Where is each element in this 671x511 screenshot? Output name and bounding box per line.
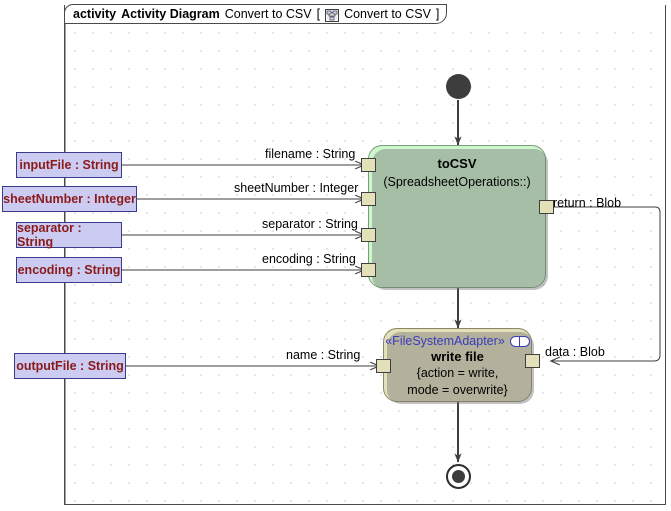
frame-qualified-name: Convert to CSV [344, 7, 431, 21]
pin-separator[interactable] [361, 228, 376, 242]
action-to-csv-title: toCSV [437, 156, 477, 171]
activity-diagram-icon [325, 8, 340, 22]
pin-return[interactable] [539, 200, 554, 214]
pin-sheetnumber[interactable] [361, 192, 376, 206]
edge-label-sheetnumber: sheetNumber : Integer [234, 181, 359, 195]
block-port-icon [509, 335, 530, 347]
frame-keyword: activity [73, 7, 117, 21]
frame-bracket-close: ] [435, 7, 440, 21]
pin-filename[interactable] [361, 158, 376, 172]
parameter-node-sheetnumber[interactable]: sheetNumber : Integer [2, 186, 137, 212]
edge-label-filename: filename : String [265, 147, 356, 161]
edge-label-separator: separator : String [262, 217, 358, 231]
action-write-file[interactable]: «FileSystemAdapter» write file {action =… [383, 328, 534, 404]
action-to-csv[interactable]: toCSV (SpreadsheetOperations::) [368, 145, 548, 290]
pin-name[interactable] [376, 359, 391, 373]
parameter-node-encoding-label: encoding : String [17, 263, 121, 277]
parameter-node-inputfile[interactable]: inputFile : String [16, 152, 122, 178]
initial-node[interactable] [446, 74, 471, 99]
parameter-node-outputfile-label: outputFile : String [16, 359, 124, 373]
frame-diagram-name: Convert to CSV [224, 7, 312, 21]
parameter-node-outputfile[interactable]: outputFile : String [14, 353, 126, 379]
action-write-file-stereotype: «FileSystemAdapter» [385, 334, 505, 348]
pin-data[interactable] [525, 354, 540, 368]
frame-bracket-open: [ [316, 7, 321, 21]
edge-label-encoding: encoding : String [262, 252, 356, 266]
parameter-node-encoding[interactable]: encoding : String [16, 257, 122, 283]
action-write-file-title: write file [431, 349, 484, 364]
activity-final-node[interactable] [446, 464, 471, 489]
parameter-node-separator[interactable]: separator : String [16, 221, 122, 249]
edge-label-data: data : Blob [545, 345, 605, 359]
edge-label-return: return : Blob [553, 196, 622, 210]
parameter-node-inputfile-label: inputFile : String [19, 158, 119, 172]
diagram-frame-header[interactable]: activity Activity Diagram Convert to CSV… [64, 4, 448, 24]
edge-label-name: name : String [286, 348, 361, 362]
parameter-node-separator-label: separator : String [17, 221, 82, 249]
action-write-file-property-1: {action = write, [416, 366, 499, 380]
parameter-node-sheetnumber-label: sheetNumber : Integer [3, 192, 136, 206]
pin-encoding[interactable] [361, 263, 376, 277]
action-to-csv-subtitle: (SpreadsheetOperations::) [383, 175, 531, 189]
frame-type-name: Activity Diagram [121, 7, 220, 21]
diagram-frame [64, 5, 666, 505]
action-write-file-property-2: mode = overwrite} [407, 383, 508, 397]
